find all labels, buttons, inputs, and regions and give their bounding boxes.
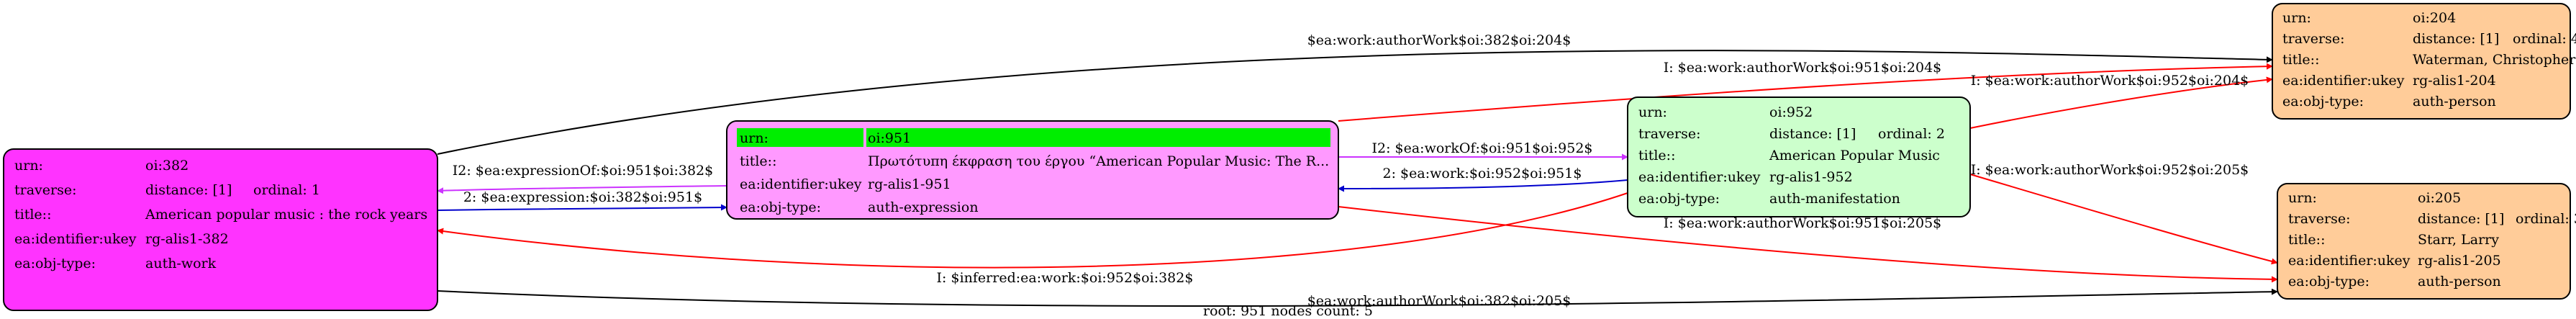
edge-952-205: I: $ea:work:authorWork$oi:952$oi:205$ [1969,162,2278,265]
edge-382-951-line [437,204,727,211]
edge-951-204-label: I: $ea:work:authorWork$oi:951$oi:204$ [1664,60,1942,76]
node-951-ukey-key: ea:identifier:ukey [740,176,862,192]
edge-952-951-label: 2: $ea:work:$oi:952$oi:951$ [1383,166,1582,181]
node-952-objtype-value: auth-manifestation [1769,191,1900,207]
node-382-urn-value: oi:382 [145,158,189,174]
edge-951-952: I2: $ea:workOf:$oi:951$oi:952$ [1338,140,1628,161]
node-205-traverse-value: distance: [1] [2418,211,2504,227]
node-951-urn-highlight-value [866,128,1330,147]
node-951-title-key: title:: [740,153,776,169]
edge-952-205-line [1969,174,2278,265]
edge-382-205: $ea:work:authorWork$oi:382$oi:205$ [437,288,2278,309]
edge-952-951: 2: $ea:work:$oi:952$oi:951$ [1338,166,1628,192]
node-205-title-value: Starr, Larry [2418,232,2499,248]
node-952-ukey-value: rg-alis1-952 [1769,169,1853,185]
node-205[interactable]: urn: oi:205 traverse: distance: [1] ordi… [2277,183,2576,300]
edge-951-205: I: $ea:work:authorWork$oi:951$oi:205$ [1338,206,2278,283]
edge-382-205-line [437,288,2278,307]
node-952-ukey-key: ea:identifier:ukey [1638,169,1761,185]
node-382-traverse-key: traverse: [14,182,77,198]
node-205-objtype-value: auth-person [2418,274,2501,289]
node-204-traverse-extra: ordinal: 4 [2513,31,2576,47]
node-951-objtype-value: auth-expression [868,199,979,215]
node-204-ukey-value: rg-alis1-204 [2413,73,2496,89]
edge-952-382-label: I: $inferred:ea:work:$oi:952$oi:382$ [937,270,1194,286]
node-952-title-key: title:: [1638,148,1675,163]
edge-951-205-line [1338,206,2278,283]
edge-951-952-label: I2: $ea:workOf:$oi:951$oi:952$ [1371,140,1592,156]
edge-382-205-label: $ea:work:authorWork$oi:382$oi:205$ [1307,293,1572,309]
node-204-title-value: Waterman, Christopher Alan [2413,52,2576,68]
node-382-urn-key: urn: [14,158,43,174]
node-204-title-key: title:: [2282,52,2319,68]
node-952[interactable]: urn: oi:952 traverse: distance: [1] ordi… [1627,96,1971,217]
node-952-traverse-key: traverse: [1638,126,1701,142]
node-951-ukey-value: rg-alis1-951 [868,176,951,192]
node-952-traverse-value: distance: [1] [1769,126,1856,142]
node-382-ukey-value: rg-alis1-382 [145,231,229,247]
edge-951-204: I: $ea:work:authorWork$oi:951$oi:204$ [1338,60,2273,122]
node-382-title-key: title:: [14,207,51,223]
node-951-urn-value: oi:951 [868,130,911,146]
node-204-urn-key: urn: [2282,10,2311,26]
edge-952-951-line [1338,179,1628,192]
node-205-traverse-extra: ordinal: 3 [2516,211,2576,227]
node-951-urn-highlight-key [737,128,863,147]
edge-952-205-label: I: $ea:work:authorWork$oi:952$oi:205$ [1971,162,2249,178]
node-204[interactable]: urn: oi:204 traverse: distance: [1] ordi… [2272,3,2576,120]
edge-952-382: I: $inferred:ea:work:$oi:952$oi:382$ [437,192,1628,286]
node-382-objtype-key: ea:obj-type: [14,256,96,271]
node-204-traverse-value: distance: [1] [2413,31,2499,47]
node-204-box [2272,3,2571,120]
edge-382-204-label: $ea:work:authorWork$oi:382$oi:204$ [1307,32,1572,48]
node-952-title-value: American Popular Music [1769,148,1940,163]
node-952-urn-key: urn: [1638,104,1667,120]
node-205-box [2277,183,2571,300]
node-204-objtype-key: ea:obj-type: [2282,94,2364,109]
edge-952-204-line [1969,76,2273,129]
node-205-title-key: title:: [2288,232,2325,248]
edge-951-205-label: I: $ea:work:authorWork$oi:951$oi:205$ [1664,215,1942,231]
node-382-title-value: American popular music : the rock years [145,207,427,223]
node-382-ukey-key: ea:identifier:ukey [14,231,137,247]
node-382[interactable]: urn: oi:382 traverse: distance: [1] ordi… [3,148,438,311]
edge-951-382: I2: $ea:expressionOf:$oi:951$oi:382$ [437,163,727,194]
edge-952-204-label: I: $ea:work:authorWork$oi:952$oi:204$ [1971,73,2249,89]
node-205-traverse-key: traverse: [2288,211,2351,227]
node-952-traverse-extra: ordinal: 2 [1878,126,1945,142]
node-952-urn-value: oi:952 [1769,104,1813,120]
node-204-ukey-key: ea:identifier:ukey [2282,73,2405,89]
edge-952-204: I: $ea:work:authorWork$oi:952$oi:204$ [1969,73,2273,129]
node-382-traverse-extra: ordinal: 1 [253,182,320,198]
node-952-box [1627,96,1971,217]
node-205-ukey-key: ea:identifier:ukey [2288,253,2411,269]
edge-382-204-line [437,50,2273,155]
node-382-objtype-value: auth-work [145,256,217,271]
node-952-objtype-key: ea:obj-type: [1638,191,1720,207]
edge-382-951-label: 2: $ea:expression:$oi:382$oi:951$ [463,189,702,205]
node-951-objtype-key: ea:obj-type: [740,199,821,215]
edge-951-204-line [1338,63,2273,122]
node-205-urn-value: oi:205 [2418,190,2461,206]
node-204-traverse-key: traverse: [2282,31,2345,47]
node-204-objtype-value: auth-person [2413,94,2496,109]
footer-root-label: root: 951 nodes count: 5 [1203,303,1373,319]
edge-951-382-line [437,185,727,194]
edge-382-951: 2: $ea:expression:$oi:382$oi:951$ [437,189,727,211]
node-382-traverse-value: distance: [1] [145,182,232,198]
node-205-objtype-key: ea:obj-type: [2288,274,2369,289]
node-382-box [3,148,438,311]
node-951-title-value: Πρωτότυπη έκφραση του έργου “American Po… [868,153,1329,169]
node-205-urn-key: urn: [2288,190,2317,206]
edge-952-382-line [437,192,1628,269]
edge-382-204: $ea:work:authorWork$oi:382$oi:204$ [437,32,2273,155]
node-204-urn-value: oi:204 [2413,10,2456,26]
node-205-ukey-value: rg-alis1-205 [2418,253,2501,269]
node-951[interactable]: urn: oi:951 title:: Πρωτότυπη έκφραση το… [726,120,1339,220]
edge-951-382-label: I2: $ea:expressionOf:$oi:951$oi:382$ [453,163,713,179]
node-951-urn-key: urn: [740,130,768,146]
